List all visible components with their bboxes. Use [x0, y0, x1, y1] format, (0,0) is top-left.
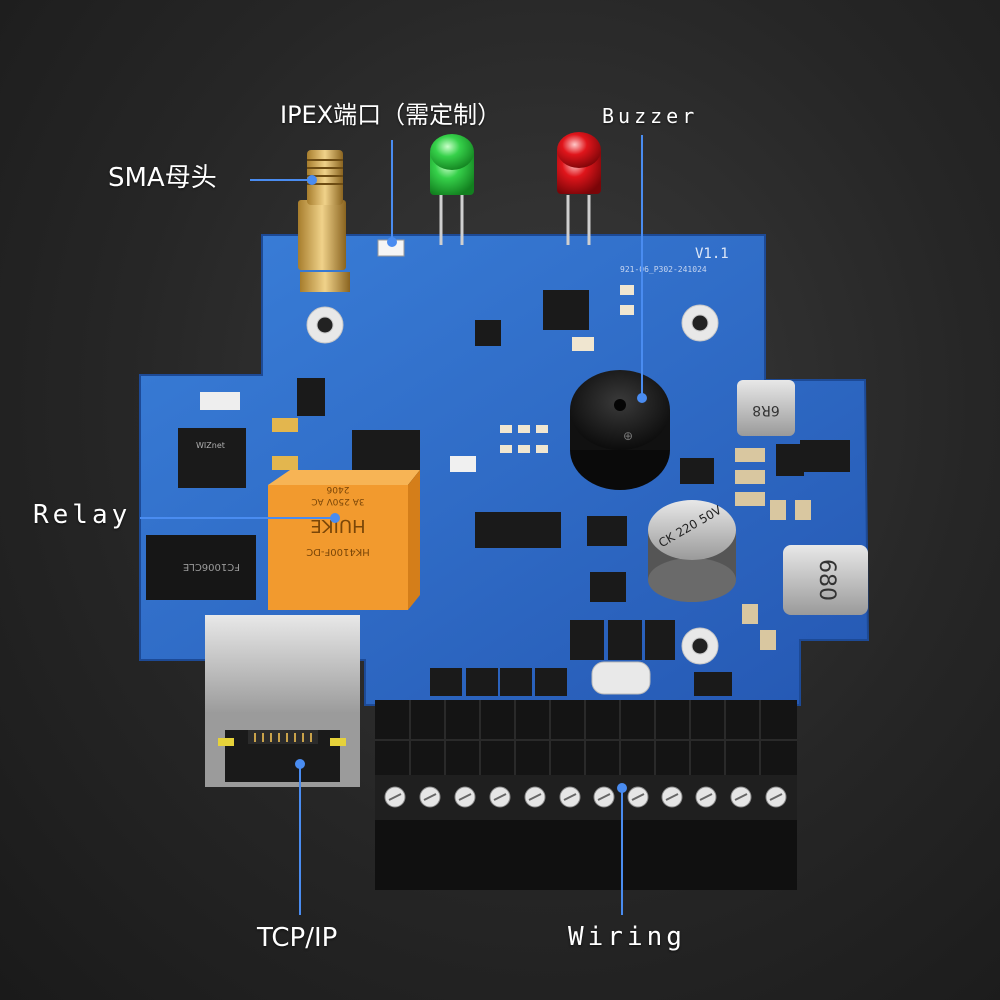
led-green [430, 134, 474, 245]
svg-text:3A 250V AC: 3A 250V AC [311, 496, 364, 506]
ipex-port-label: IPEX端口（需定制） [280, 101, 502, 129]
inductor-6r8: 6R8 [737, 380, 795, 436]
inductor-680: 680 [783, 545, 868, 615]
svg-text:6R8: 6R8 [752, 402, 780, 418]
buzzer: ⊕ [570, 370, 670, 490]
svg-text:HUIKE: HUIKE [310, 515, 365, 536]
callout-lines [140, 135, 647, 915]
terminal-block [375, 700, 797, 890]
wiring-label: Wiring [568, 922, 686, 952]
version-label: V1.1 [695, 246, 729, 262]
buzzer-label: Buzzer [602, 104, 699, 128]
relay-label: Relay [33, 500, 132, 530]
diodes [430, 620, 732, 696]
svg-text:2406: 2406 [326, 484, 349, 494]
rj45-jack [205, 615, 360, 787]
sma-connector [298, 150, 350, 292]
electrolytic-capacitor: CK 220 50V [648, 500, 736, 602]
mounting-holes [306, 304, 719, 665]
transformer-label: FC1006CLE [183, 561, 240, 572]
ethernet-transformer [146, 535, 256, 600]
relay-component: HUIKE HK4100F-DC 3A 250V AC 2406 [268, 470, 420, 610]
smd-parts [200, 285, 811, 650]
tcpip-label: TCP/IP [257, 923, 338, 953]
board-code: 921-06_P302-241024 [620, 265, 707, 274]
wiznet-chip-label: WIZnet [196, 441, 225, 450]
gas-discharge-tube [591, 661, 651, 695]
led-red [557, 132, 601, 245]
sma-connector-label: SMA母头 [108, 163, 217, 193]
svg-text:HK4100F-DC: HK4100F-DC [306, 546, 370, 557]
svg-text:680: 680 [814, 559, 839, 601]
svg-text:⊕: ⊕ [623, 429, 633, 443]
